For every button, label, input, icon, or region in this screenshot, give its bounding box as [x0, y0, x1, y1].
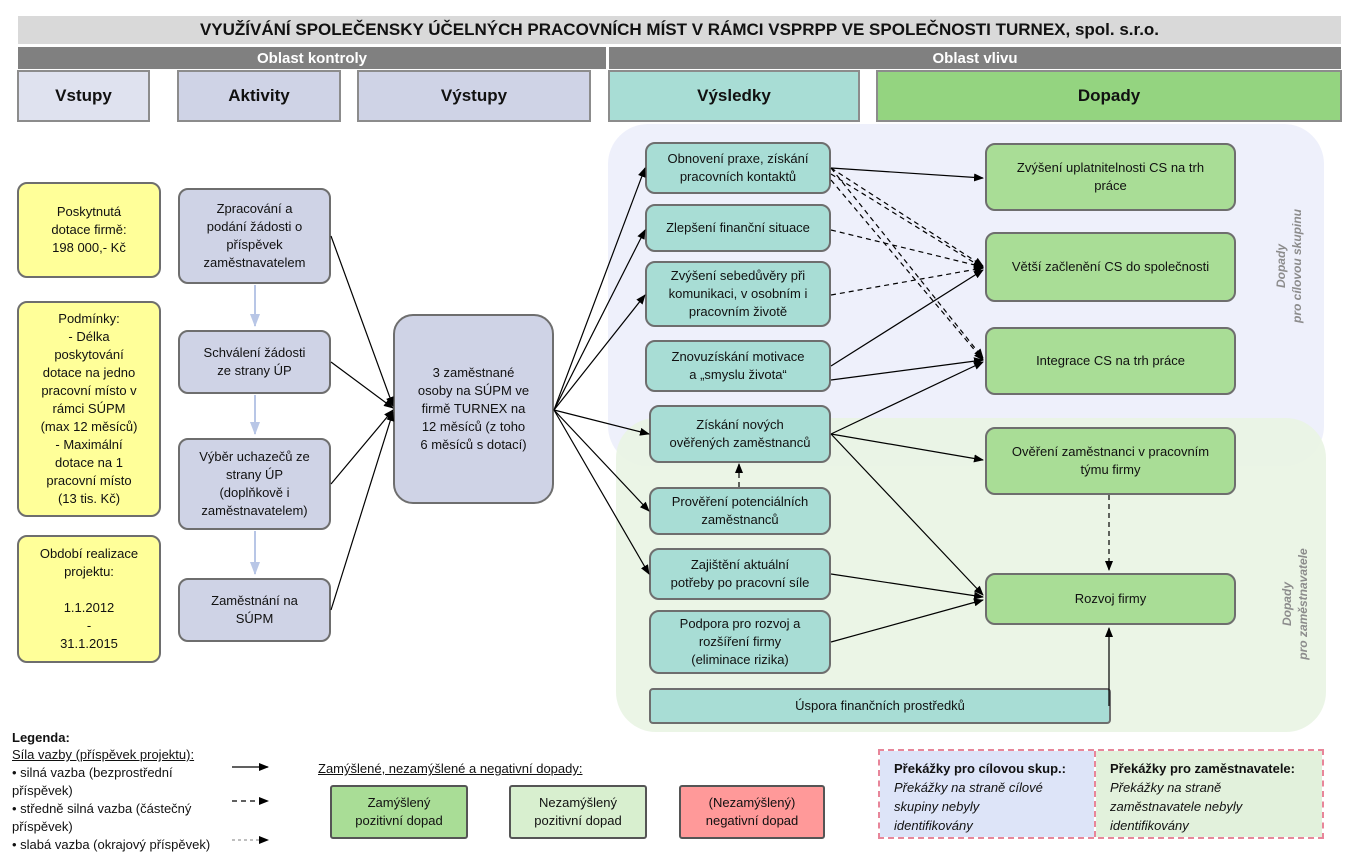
impact-integrace: Integrace CS na trh práce — [985, 327, 1236, 395]
header-vstupy: Vstupy — [17, 70, 150, 122]
output-result-arrows — [553, 167, 650, 575]
result-uspora: Úspora finančních prostředků — [649, 688, 1111, 724]
band-control: Oblast kontroly — [18, 47, 606, 69]
result-financni-situace: Zlepšení finanční situace — [645, 204, 831, 252]
legend-impact-title: Zamýšlené, nezamýšlené a negativní dopad… — [318, 761, 583, 776]
obstacles-frame — [878, 749, 1324, 839]
header-aktivity: Aktivity — [177, 70, 341, 122]
diagram-title: VYUŽÍVÁNÍ SPOLEČENSKY ÚČELNÝCH PRACOVNÍC… — [18, 16, 1341, 44]
legend-item-weak: • slabá vazba (okrajový příspěvek) — [12, 837, 211, 852]
header-dopady: Dopady — [876, 70, 1342, 122]
obstacles-employer: Překážky pro zaměstnavatele: Překážky na… — [1096, 751, 1322, 837]
impact-zacleneni: Větší začlenění CS do společnosti — [985, 232, 1236, 302]
obstacles-divider — [1094, 751, 1096, 837]
legend-subtitle: Síla vazby (příspěvek projektu): — [12, 747, 195, 762]
header-vystupy: Výstupy — [357, 70, 591, 122]
legend-arrows — [232, 763, 269, 844]
activity-output-arrows — [330, 235, 395, 611]
legend-box-negative: (Nezamýšlený)negativní dopad — [679, 785, 825, 839]
impact-rozvoj-firmy: Rozvoj firmy — [985, 573, 1236, 625]
obstacles-target-group: Překážky pro cílovou skup.: Překážky na … — [880, 751, 1094, 837]
result-impact-strong-arrows — [830, 167, 1113, 706]
result-impact-medium-arrows — [735, 167, 1113, 571]
band-influence: Oblast vlivu — [609, 47, 1341, 69]
legend-title: Legenda: — [12, 730, 70, 745]
header-vysledky: Výsledky — [608, 70, 860, 122]
